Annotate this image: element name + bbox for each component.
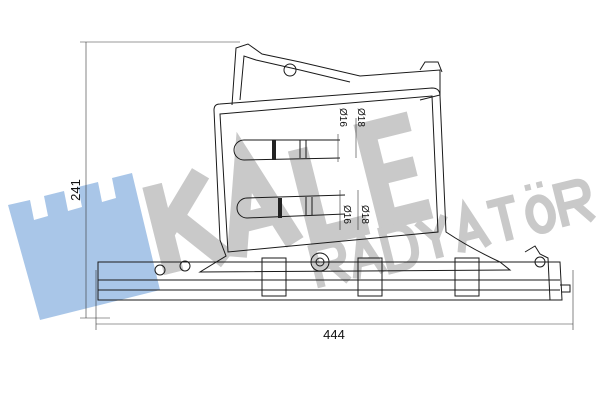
- upper-pipe: [233, 118, 357, 162]
- watermark-castle-shape: [8, 173, 160, 320]
- dimension-lines: [80, 41, 574, 330]
- upper-pipe-outer-diameter: Ø18: [355, 108, 366, 127]
- watermark-radyator-lettering: [307, 178, 597, 289]
- mounting-rail: [97, 245, 571, 301]
- lower-pipe: [236, 190, 359, 230]
- height-dimension: 241: [68, 179, 83, 201]
- lower-pipe-outer-diameter: Ø18: [359, 205, 370, 224]
- width-dimension: 444: [323, 327, 345, 342]
- cooler-housing: Ø16 Ø18 Ø16 Ø18: [198, 43, 512, 273]
- lower-pipe-inner-diameter: Ø16: [341, 205, 352, 224]
- upper-pipe-inner-diameter: Ø16: [337, 108, 348, 127]
